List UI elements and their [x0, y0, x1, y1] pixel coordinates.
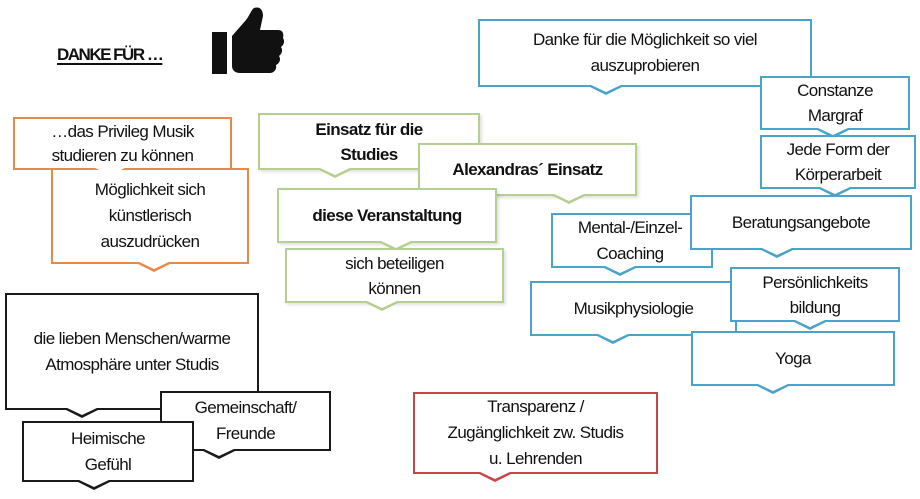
callout-einsatz-studies: Einsatz für die Studies [258, 113, 480, 178]
callout-text: Musikphysiologie [573, 298, 694, 318]
callout-constanze-margraf: Constanze Margraf [760, 76, 910, 138]
callout-alexandras-einsatz: Alexandras´ Einsatz [418, 143, 637, 204]
callout-text: diese Veranstaltung [312, 205, 462, 225]
callout-veranstaltung: diese Veranstaltung [277, 188, 497, 251]
callout-text: sich beteiligen können [345, 253, 444, 298]
callout-text: Transparenz / Zugänglichkeit zw. Studis … [447, 397, 624, 468]
callout-heimische-gefuehl: Heimische Gefühl [22, 421, 194, 490]
callout-coaching: Mental-/Einzel-Coaching [551, 213, 713, 276]
callout-text: Möglichkeit sich künstlerisch auszudrück… [94, 180, 206, 251]
callout-beratungsangebote: Beratungsangebote [690, 195, 912, 258]
callout-text: Danke für die Möglichkeit so viel auszup… [533, 30, 758, 75]
callout-text: …das Privileg Musik studieren zu können [51, 121, 194, 165]
callout-text: Constanze Margraf [797, 81, 873, 125]
callout-text: Jede Form der Körperarbeit [786, 140, 890, 184]
callout-transparenz: Transparenz / Zugänglichkeit zw. Studis … [413, 392, 658, 482]
callout-text: Einsatz für die Studies [315, 119, 423, 164]
thumbs-up-icon [212, 7, 285, 74]
callout-kuenstlerisch: Möglichkeit sich künstlerisch auszudrück… [51, 168, 249, 272]
callout-text: Alexandras´ Einsatz [452, 159, 603, 179]
callout-text: die lieben Menschen/warme Atmosphäre unt… [33, 328, 231, 374]
callout-yoga: Yoga [691, 331, 895, 394]
callout-persoenlichkeitsbildung: Persönlichkeits bildung [730, 267, 900, 330]
callout-beteiligen: sich beteiligen können [285, 248, 504, 311]
callout-koerperarbeit: Jede Form der Körperarbeit [760, 135, 916, 197]
callout-text: Gemeinschaft/ Freunde [194, 398, 297, 443]
callout-musikphysiologie: Musikphysiologie [530, 281, 737, 344]
callout-text: Beratungsangebote [731, 212, 871, 232]
callout-text: Yoga [775, 348, 811, 368]
callout-text: Persönlichkeits bildung [762, 272, 868, 317]
callout-auszuprobieren: Danke für die Möglichkeit so viel auszup… [478, 19, 812, 95]
callout-warme-atmosphaere: die lieben Menschen/warme Atmosphäre unt… [5, 293, 259, 418]
page-title: DANKE FÜR … [57, 45, 164, 64]
callout-text: Mental-/Einzel-Coaching [577, 217, 683, 263]
callout-text: Heimische Gefühl [71, 428, 146, 474]
callout-privileg: …das Privileg Musik studieren zu können [13, 117, 232, 178]
